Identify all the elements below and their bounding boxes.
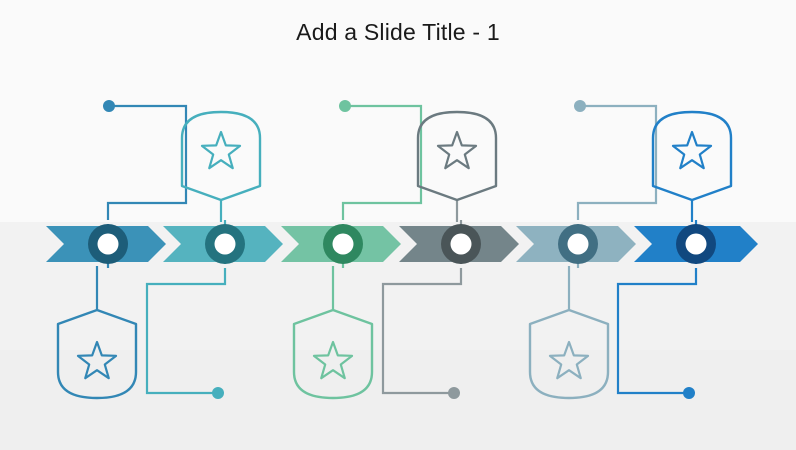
star-icon-5 [548,340,590,380]
elbow-connector-5 [576,104,658,220]
badge-step-5[interactable] [528,308,610,400]
connector-endpoint-dot-6 [683,387,695,399]
connector-endpoint-dot-2 [212,387,224,399]
page-title: Add a Slide Title - 1 [296,19,500,45]
elbow-connector-2 [145,268,227,395]
star-icon-2 [200,130,242,170]
connector-endpoint-dot-3 [339,100,351,112]
elbow-connector-6 [616,268,698,395]
badge-step-4[interactable] [416,110,498,202]
connector-endpoint-dot-4 [448,387,460,399]
circles-layer [88,224,716,264]
elbow-connector-1 [106,104,188,220]
milestone-core-4[interactable] [450,233,472,255]
badge-step-3[interactable] [292,308,374,400]
star-icon-6 [671,130,713,170]
elbow-connector-3 [341,104,423,220]
badge-step-1[interactable] [56,308,138,400]
connector-endpoint-dot-1 [103,100,115,112]
connector-endpoint-dot-5 [574,100,586,112]
star-icon-3 [312,340,354,380]
star-icon-1 [76,340,118,380]
milestone-core-5[interactable] [567,233,589,255]
badges-layer [56,110,733,400]
milestone-core-1[interactable] [97,233,119,255]
milestone-core-2[interactable] [214,233,236,255]
badge-step-6[interactable] [651,110,733,202]
star-icon-4 [436,130,478,170]
elbow-connector-4 [381,268,463,395]
chevrons-layer [46,226,758,262]
badge-step-2[interactable] [180,110,262,202]
milestone-core-6[interactable] [685,233,707,255]
milestone-core-3[interactable] [332,233,354,255]
